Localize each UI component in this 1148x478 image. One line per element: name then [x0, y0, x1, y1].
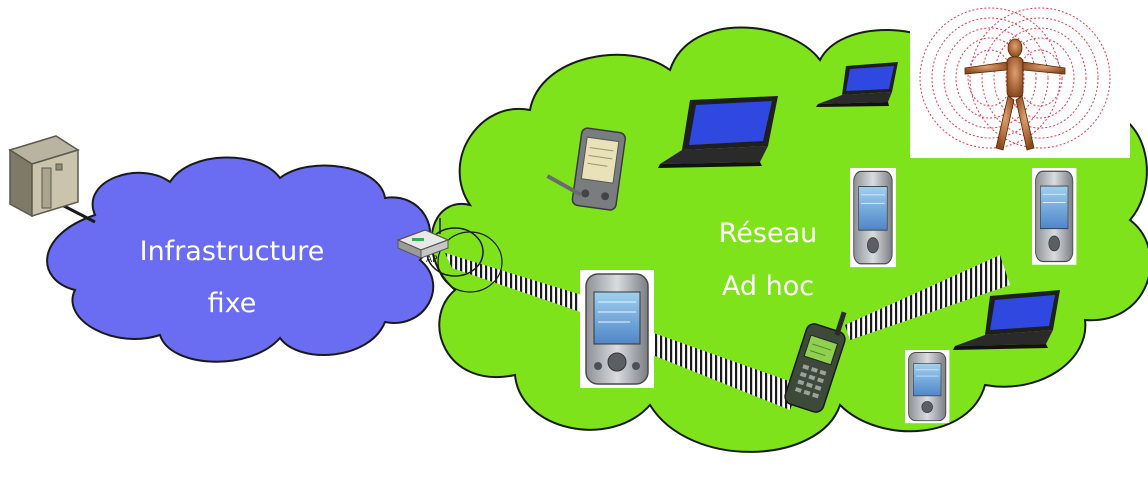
pda-icon [580, 270, 654, 388]
laptop-icon [953, 290, 1060, 350]
adhoc-label-line2: Ad hoc [722, 271, 814, 302]
access-point-icon: AP [396, 218, 503, 293]
wireless-link-pda-phone [645, 330, 800, 410]
laptop-icon [816, 62, 898, 107]
infrastructure-cloud [46, 156, 435, 363]
wireless-link-phone-pda [845, 255, 1010, 340]
mobile-phone-icon [784, 311, 847, 413]
laptop-icon [658, 96, 778, 168]
server-link [61, 203, 96, 224]
pda-icon [1032, 168, 1077, 265]
wireless-link-ap-pda [445, 253, 598, 318]
body-area-network-icon [910, 0, 1130, 158]
adhoc-label-line1: Réseau [719, 218, 818, 249]
access-point-label: AP [426, 255, 438, 265]
pda-icon [905, 350, 950, 424]
infrastructure-label-line1: Infrastructure [140, 236, 325, 267]
infrastructure-label-line2: fixe [208, 288, 257, 319]
pda-icon [850, 168, 896, 268]
server-icon [8, 135, 80, 218]
palm-pda-icon [546, 127, 627, 211]
